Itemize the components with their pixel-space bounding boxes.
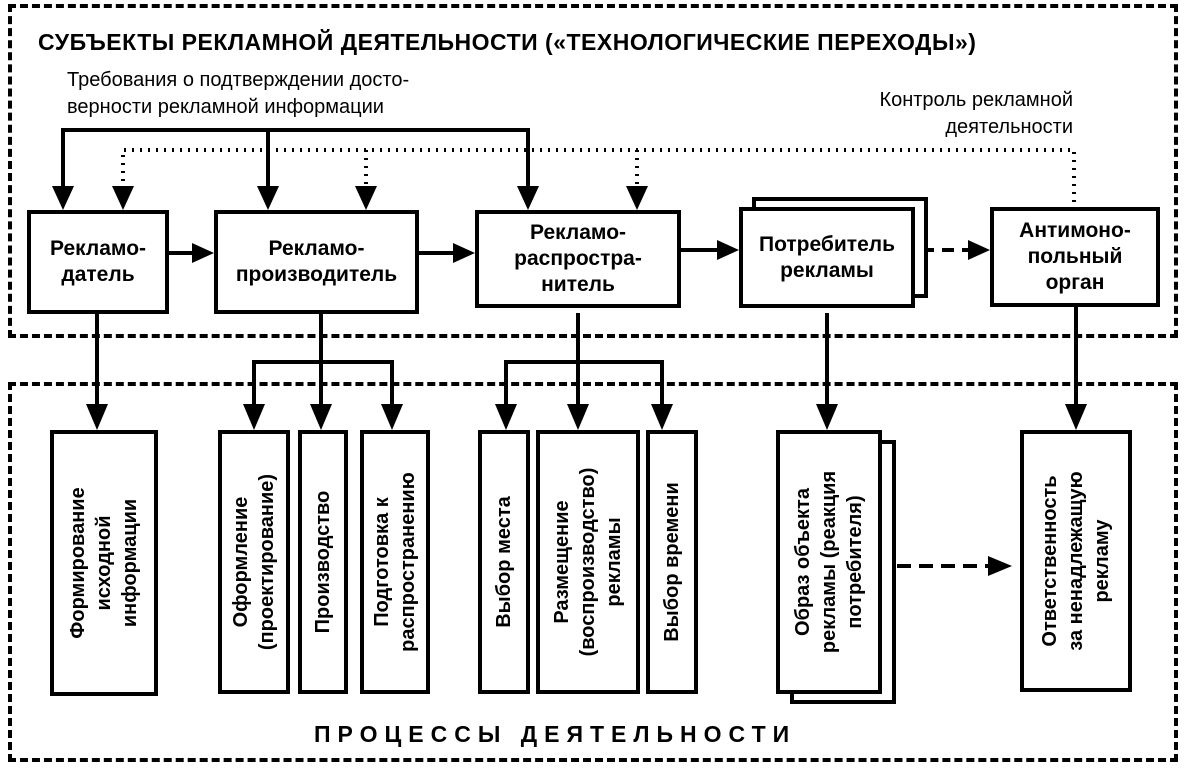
subjects-frame [8,4,1178,338]
placement-label: Размещение (воспроизводство) рекламы [551,467,625,657]
place-box: Выбор места [478,430,530,694]
processes-title: ПРОЦЕССЫ ДЕЯТЕЛЬНОСТИ [314,721,797,747]
time-box: Выбор времени [646,430,698,694]
distributor-box: Рекламо- распростра- нитель [475,210,681,308]
antimonopoly-box: Антимоно- польный орган [990,207,1160,307]
subjects-title: СУБЪЕКТЫ РЕКЛАМНОЙ ДЕЯТЕЛЬНОСТИ («ТЕХНОЛ… [38,29,977,55]
image-label: Образ объекта рекламы (реакция потребите… [792,470,866,654]
requirement-note: Требования о подтверждении досто- вернос… [67,69,410,118]
design-box: Оформление (проектирование) [218,430,290,694]
consumer-box: Потребитель рекламы [739,207,915,308]
production-box: Производство [298,430,348,694]
preparation-label: Подготовка к распространению [371,472,419,652]
forming-box: Формирование исходной информации [50,430,158,696]
processes-frame [8,382,1178,762]
production-label: Производство [312,490,334,634]
producer-box: Рекламо- производитель [214,210,419,314]
consumer-label: Потребитель рекламы [758,232,895,282]
preparation-box: Подготовка к распространению [360,430,430,694]
placement-box: Размещение (воспроизводство) рекламы [536,430,640,694]
time-label: Выбор времени [661,482,683,642]
control-note: Контроль рекламной деятельности [879,89,1073,138]
antimonopoly-label: Антимоно- польный орган [1019,219,1131,294]
distributor-label: Рекламо- распростра- нитель [514,221,642,296]
advertiser-label: Рекламо- датель [49,237,147,286]
place-label: Выбор места [493,496,515,628]
producer-label: Рекламо- производитель [235,237,398,286]
forming-label: Формирование исходной информации [67,487,141,639]
advertiser-box: Рекламо- датель [27,210,169,314]
design-label: Оформление (проектирование) [230,473,278,651]
responsibility-box: Ответственность за ненадлежащую рекламу [1020,430,1132,692]
responsibility-label: Ответственность за ненадлежащую рекламу [1039,471,1113,651]
image-box: Образ объекта рекламы (реакция потребите… [776,430,882,694]
